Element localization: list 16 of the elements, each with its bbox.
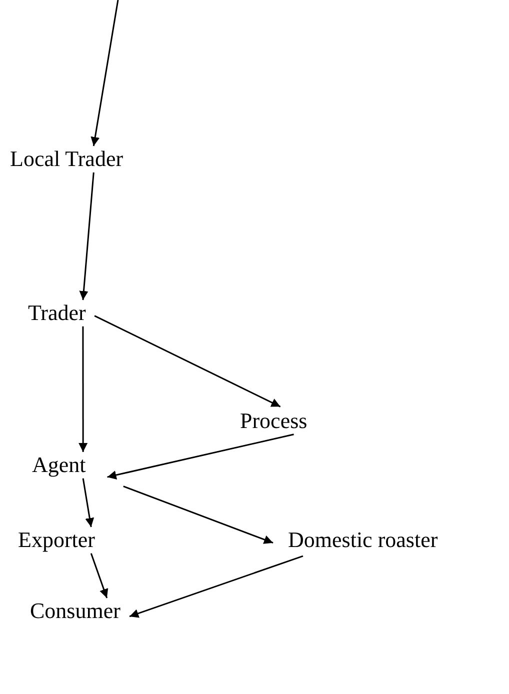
node-label: Local Trader — [10, 146, 124, 172]
arrow — [90, 0, 119, 146]
node-label: Domestic roaster — [288, 527, 438, 554]
arrow — [79, 172, 94, 300]
arrow — [94, 315, 281, 408]
node-label: Trader — [28, 300, 86, 326]
node-label: Consumer — [30, 598, 120, 624]
node-label: Agent — [32, 452, 86, 478]
arrow — [123, 486, 274, 544]
arrow — [82, 478, 94, 528]
node-label: Process — [240, 408, 308, 434]
arrow — [90, 553, 108, 598]
node-label: Exporter — [18, 527, 95, 554]
arrow — [129, 555, 304, 618]
arrow — [107, 434, 294, 480]
arrow — [78, 326, 88, 452]
